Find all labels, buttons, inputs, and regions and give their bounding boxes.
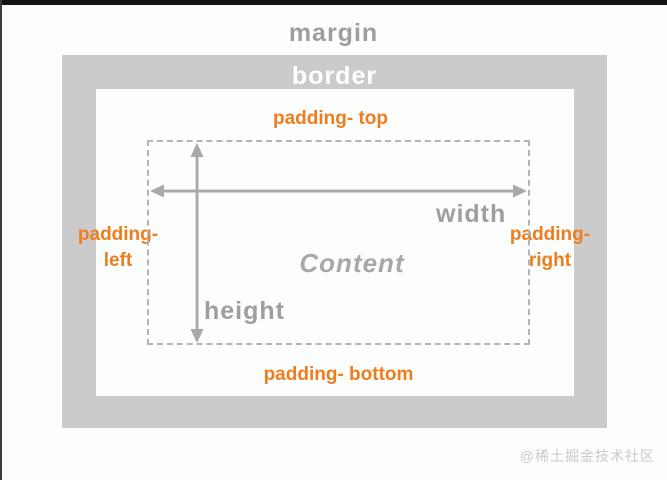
top-black-bar <box>0 0 667 5</box>
height-label: height <box>204 297 285 325</box>
left-edge-line <box>0 0 2 480</box>
watermark: @稀土掘金技术社区 <box>519 448 655 464</box>
padding-left-line2: left <box>103 249 133 271</box>
padding-left-label: padding- left <box>78 222 158 273</box>
margin-label: margin <box>288 19 379 47</box>
padding-bottom-label: padding- bottom <box>263 364 414 385</box>
content-box <box>147 140 530 345</box>
padding-top-label: padding- top <box>272 108 389 129</box>
padding-left-line1: padding- <box>77 224 159 245</box>
content-label: Content <box>299 248 405 278</box>
width-label: width <box>436 200 507 228</box>
padding-right-line2: right <box>528 249 572 271</box>
border-label: border <box>291 62 378 90</box>
